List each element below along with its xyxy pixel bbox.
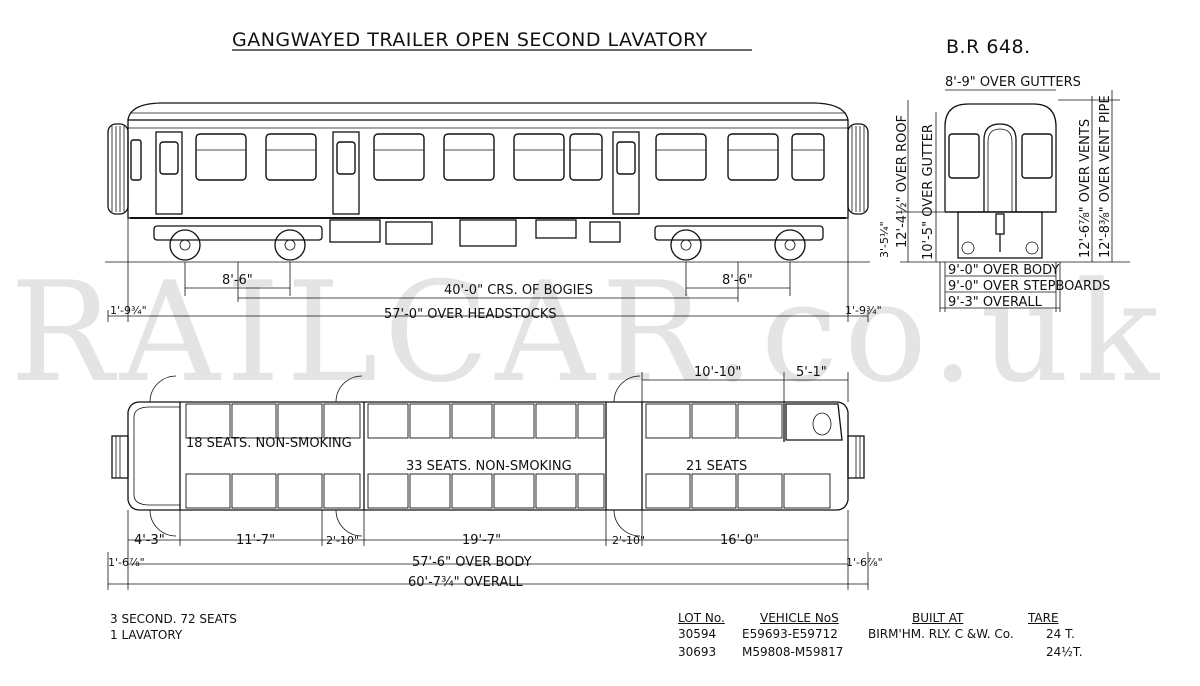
- over-body-width: 9'-0" OVER BODY: [948, 263, 1059, 278]
- over-headstocks-dimension: 57'-0" OVER HEADSTOCKS: [384, 307, 557, 322]
- over-gutter-dimension: 10'-5" OVER GUTTER: [921, 124, 936, 260]
- plan-dimension-bottom: 4'-3": [134, 533, 165, 548]
- drawing-title: GANGWAYED TRAILER OPEN SECOND LAVATORY: [232, 29, 708, 51]
- over-vents-dimension: 12'-6⅞" OVER VENTS: [1078, 119, 1093, 258]
- seats-bottom-row: [185, 473, 831, 509]
- side-dimensions: [107, 218, 869, 322]
- plan-dimension-bottom: 19'-7": [462, 533, 501, 548]
- built-at: BIRM'HM. RLY. C &W. Co.: [868, 627, 1014, 641]
- tare: 24½T.: [1046, 645, 1083, 659]
- plan-end-dimension-right: 1'-6⅞": [846, 556, 883, 569]
- table-row: 30594 E59693-E59712 BIRM'HM. RLY. C &W. …: [676, 626, 1096, 644]
- seats-label-right: 21 SEATS: [686, 459, 747, 474]
- right-gangway: [847, 123, 869, 215]
- watermark-text: RAILCAR.co.uk: [10, 252, 1165, 413]
- seating-summary: 3 SECOND. 72 SEATS 1 LAVATORY: [110, 611, 237, 643]
- header-built-at: BUILT AT: [912, 611, 964, 625]
- plan-dimension-top-2: 5'-1": [796, 365, 827, 380]
- plan-end-dimension-left: 1'-6⅞": [108, 556, 145, 569]
- header-tare: TARE: [1028, 611, 1059, 625]
- vehicle-numbers: E59693-E59712: [742, 627, 838, 641]
- header-lot-no: LOT No.: [678, 611, 725, 625]
- plan-view: [107, 372, 869, 590]
- over-stepboards-width: 9'-0" OVER STEPBOARDS: [948, 279, 1110, 294]
- side-windows: [195, 133, 825, 181]
- plan-dimension-bottom: 11'-7": [236, 533, 275, 548]
- side-end-dimension-right: 1'-9¾": [845, 304, 882, 317]
- seats-top-row: [185, 403, 783, 439]
- over-roof-dimension: 12'-4½" OVER ROOF: [895, 115, 910, 248]
- lot-table-header: LOT No. VEHICLE NoS BUILT AT TARE: [676, 610, 1096, 626]
- over-gutters-dimension: 8'-9" OVER GUTTERS: [945, 75, 1081, 90]
- tare: 24 T.: [1046, 627, 1075, 641]
- seats-label-middle: 33 SEATS. NON-SMOKING: [406, 459, 572, 474]
- plan-dimension-bottom: 2'-10": [326, 534, 359, 547]
- over-vent-pipe-dimension: 12'-8⅜" OVER VENT PIPE: [1098, 95, 1113, 258]
- plan-dimension-top-1: 10'-10": [694, 365, 741, 380]
- lot-number: 30594: [678, 627, 717, 641]
- side-end-dimension-left: 1'-9¾": [110, 304, 147, 317]
- plan-dimension-bottom: 2'-10": [612, 534, 645, 547]
- doors: [130, 131, 640, 215]
- over-body-length: 57'-6" OVER BODY: [412, 555, 532, 570]
- end-elevation: [896, 89, 1130, 312]
- overall-length: 60'-7¾" OVERALL: [408, 575, 524, 590]
- lot-table: LOT No. VEHICLE NoS BUILT AT TARE 30594 …: [676, 610, 1096, 662]
- bogie-wheelbase-left: 8'-6": [222, 273, 253, 288]
- seats-label-left: 18 SEATS. NON-SMOKING: [186, 436, 352, 451]
- header-vehicle-nos: VEHICLE NoS: [760, 611, 839, 625]
- floor-height-dimension: 3'-5¼": [878, 221, 891, 258]
- side-elevation: 8'-6" 8'-6" 40'-0" CRS. OF BOGIES 57'-0"…: [105, 102, 882, 322]
- summary-line-2: 1 LAVATORY: [110, 628, 183, 642]
- table-row: 30693 M59808-M59817 24½T.: [676, 644, 1096, 662]
- vehicle-numbers: M59808-M59817: [742, 645, 844, 659]
- summary-line-1: 3 SECOND. 72 SEATS: [110, 612, 237, 626]
- plan-dimension-bottom: 16'-0": [720, 533, 759, 548]
- right-bogie: [654, 225, 824, 261]
- bogie-wheelbase-right: 8'-6": [722, 273, 753, 288]
- watermark: RAILCAR.co.uk: [10, 252, 1165, 413]
- left-gangway: [107, 123, 129, 215]
- left-bogie: [153, 225, 323, 261]
- lot-number: 30693: [678, 645, 717, 659]
- overall-width: 9'-3" OVERALL: [948, 295, 1043, 310]
- diagram-reference: B.R 648.: [946, 36, 1031, 58]
- bogie-centres-dimension: 40'-0" CRS. OF BOGIES: [444, 283, 593, 298]
